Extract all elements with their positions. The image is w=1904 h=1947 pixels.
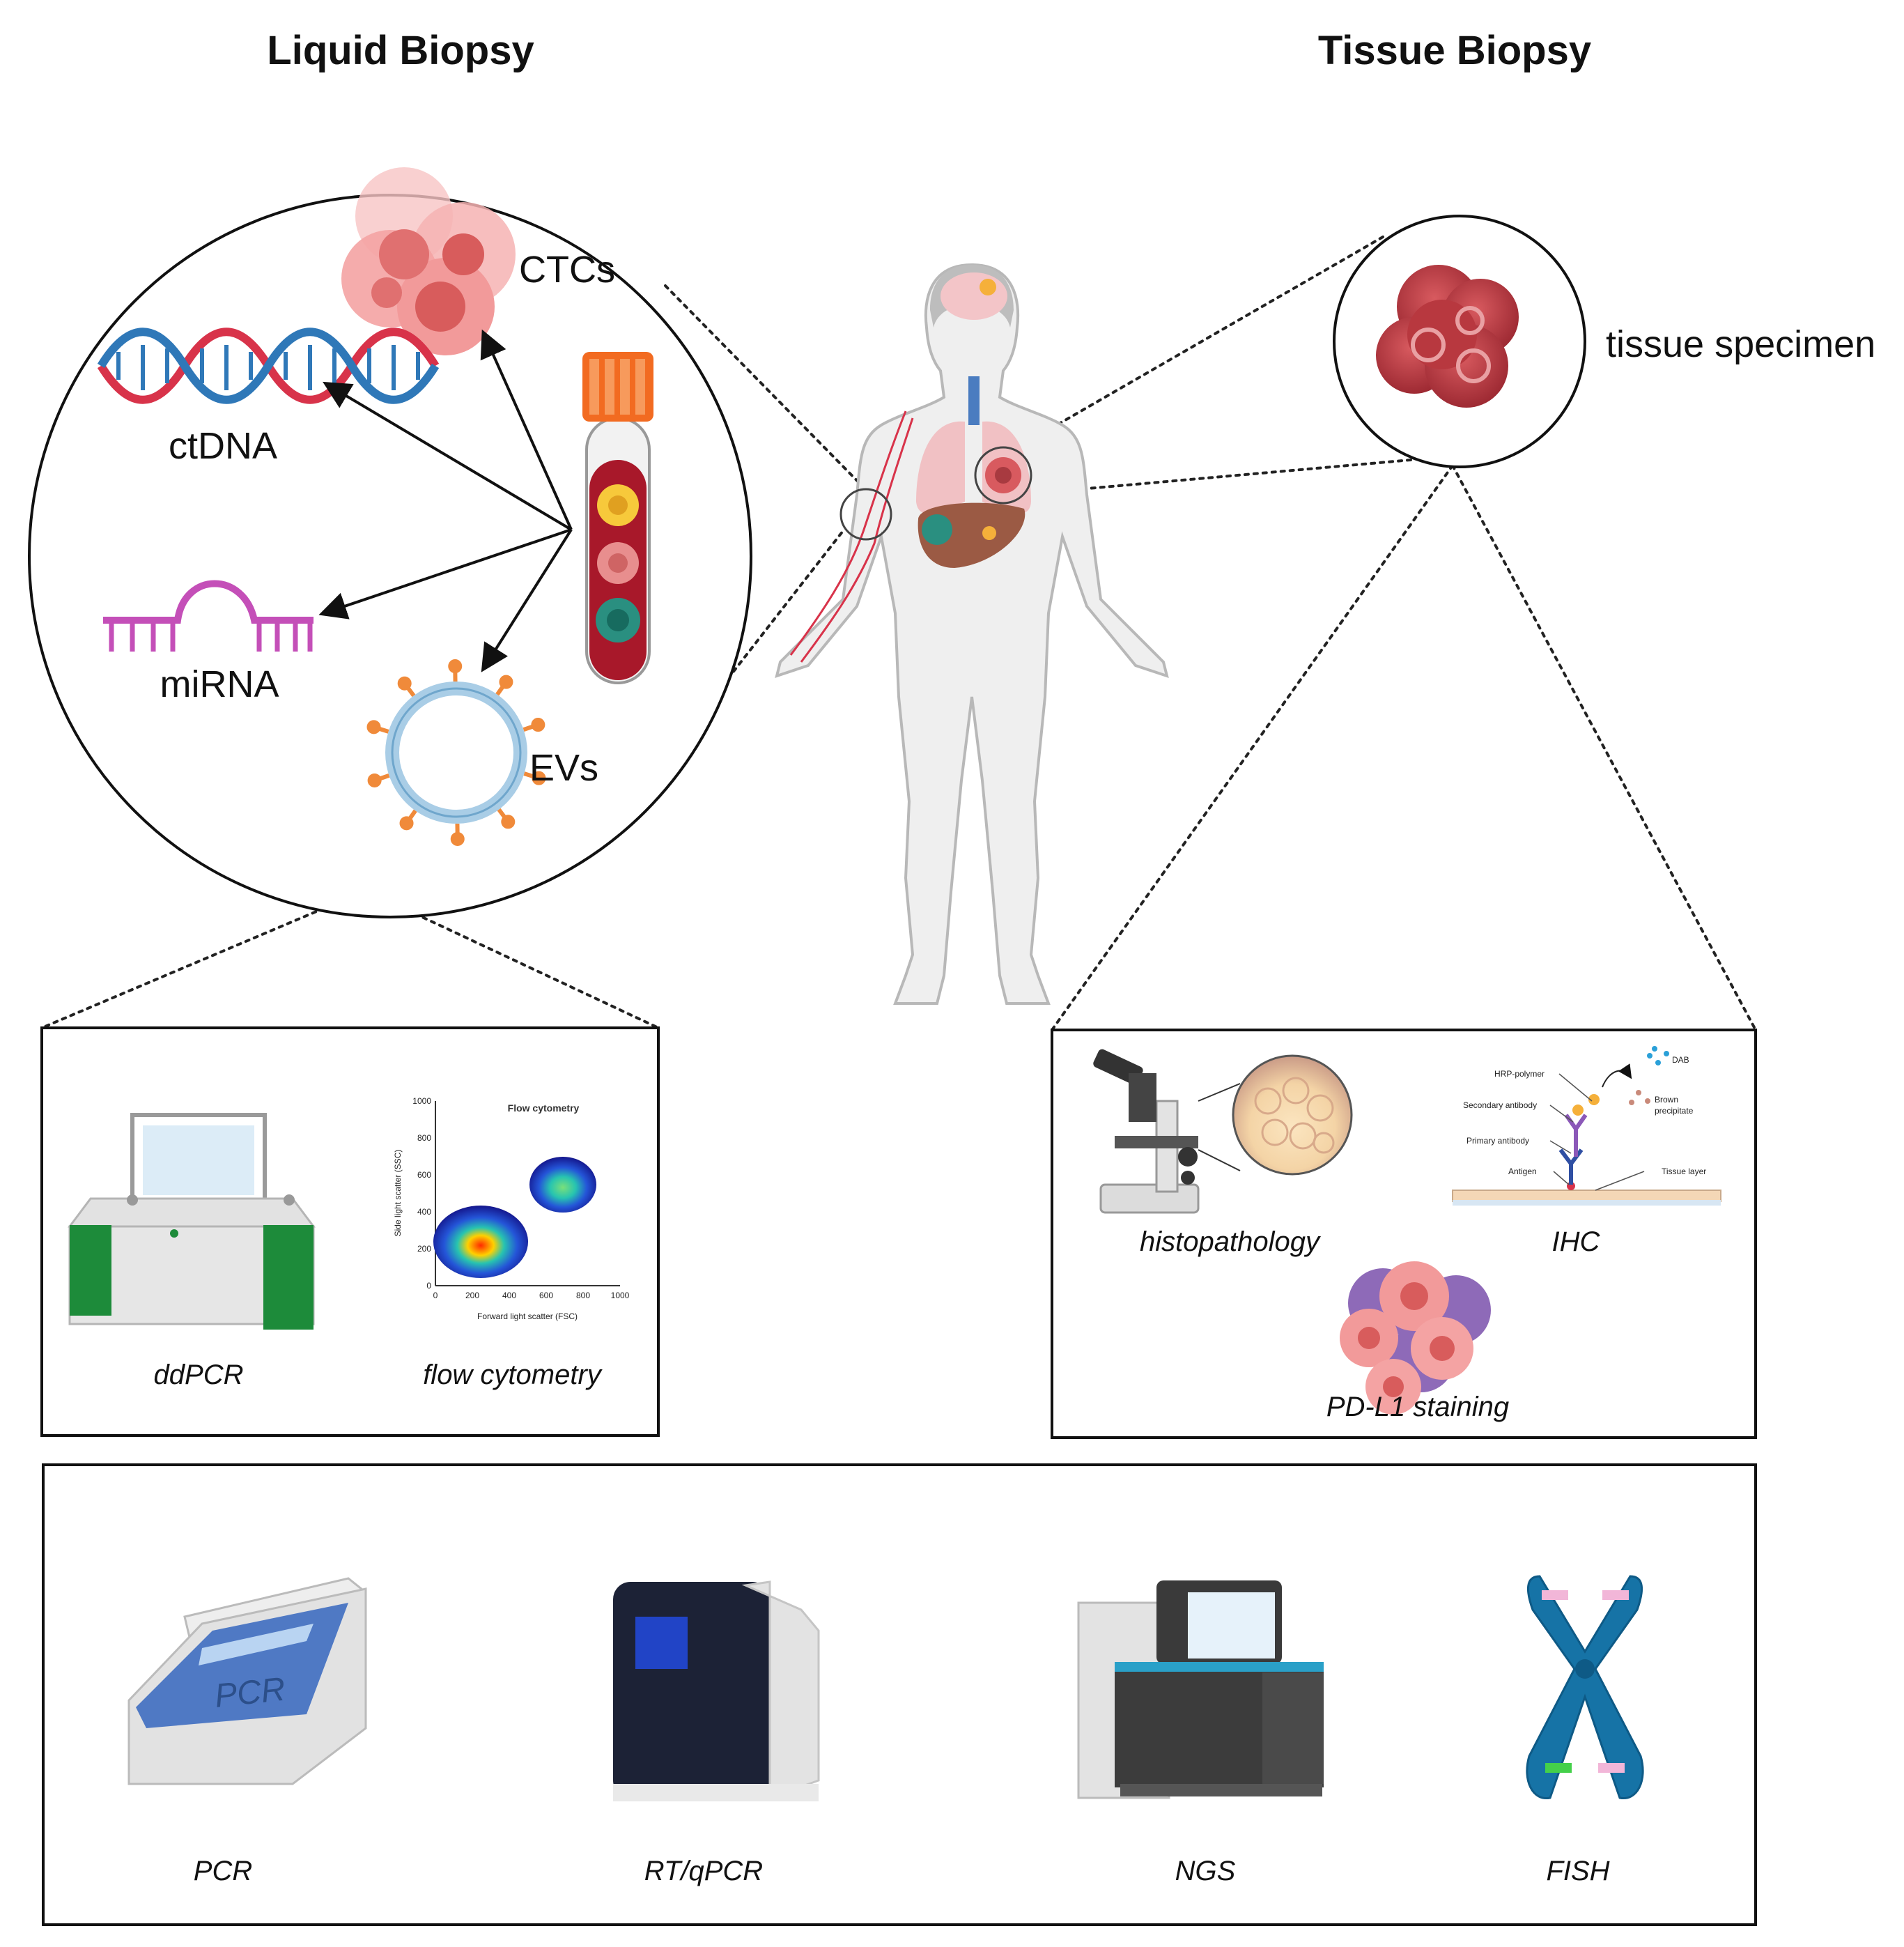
pdl1-label: PD-L1 staining xyxy=(1326,1392,1509,1422)
ev-spike-tip xyxy=(400,679,410,688)
flow-x-tick-label: 200 xyxy=(465,1291,479,1300)
ihc-brown-label: Brown xyxy=(1655,1095,1678,1105)
rtqpcr-label: RT/qPCR xyxy=(644,1856,763,1886)
ihc-antigen-label: Antigen xyxy=(1508,1167,1537,1176)
flow-y-tick-label: 0 xyxy=(426,1281,431,1291)
flow-y-tick-label: 1000 xyxy=(412,1096,431,1106)
rtqpcr-device-icon xyxy=(613,1582,819,1801)
ev-spike-tip xyxy=(533,720,543,730)
fish-label: FISH xyxy=(1546,1856,1609,1886)
mirna-label: miRNA xyxy=(160,663,279,705)
flow-x-tick-label: 600 xyxy=(539,1291,553,1300)
human-body-illustration xyxy=(777,265,1167,1003)
ihc-tissue-layer-label: Tissue layer xyxy=(1662,1167,1706,1176)
flow-y-tick-label: 200 xyxy=(417,1244,431,1254)
ev-spike-tip xyxy=(450,661,460,671)
flow-x-tick-label: 0 xyxy=(433,1291,438,1300)
flow-y-tick-label: 400 xyxy=(417,1207,431,1217)
flow-plot-title: Flow cytometry xyxy=(508,1102,580,1114)
ev-spike-tip xyxy=(369,722,379,732)
flow-population-low xyxy=(433,1206,528,1278)
flow-y-tick-label: 800 xyxy=(417,1133,431,1143)
tissue-specimen-label: tissue specimen xyxy=(1606,323,1875,365)
ihc-hrp-label: HRP-polymer xyxy=(1494,1069,1545,1079)
flow-x-tick-label: 400 xyxy=(502,1291,516,1300)
ev-spike-tip xyxy=(501,677,511,687)
ngs-label: NGS xyxy=(1175,1856,1236,1886)
ddpcr-label: ddPCR xyxy=(154,1360,244,1390)
ev-spike-tip xyxy=(453,834,463,844)
ihc-primary-label: Primary antibody xyxy=(1466,1136,1529,1146)
ev-spike-tip xyxy=(370,776,380,785)
tissue-biopsy-heading: Tissue Biopsy xyxy=(1318,28,1591,73)
ihc-dab-label: DAB xyxy=(1672,1055,1689,1065)
flow-plot-xlabel: Forward light scatter (FSC) xyxy=(477,1311,578,1321)
pcr-label: PCR xyxy=(194,1856,252,1886)
liquid-biopsy-heading: Liquid Biopsy xyxy=(267,28,534,73)
ctcs-label: CTCs xyxy=(519,249,615,291)
flow-x-tick-label: 800 xyxy=(576,1291,590,1300)
histology-disc-icon xyxy=(1233,1056,1352,1174)
flow-x-tick-label: 1000 xyxy=(611,1291,630,1300)
flow-y-tick-label: 600 xyxy=(417,1170,431,1180)
flow-cytometry-label: flow cytometry xyxy=(423,1360,603,1390)
pcr-device-text: PCR xyxy=(213,1671,287,1715)
histopathology-label: histopathology xyxy=(1140,1226,1322,1257)
evs-label: EVs xyxy=(529,747,598,789)
ev-spike-tip xyxy=(503,817,513,826)
ctdna-label: ctDNA xyxy=(169,425,277,467)
flow-population-high xyxy=(529,1157,596,1213)
ihc-secondary-label: Secondary antibody xyxy=(1463,1100,1537,1110)
ev-spike-tip xyxy=(402,818,412,828)
ihc-precipitate-label: precipitate xyxy=(1655,1106,1694,1116)
ihc-label: IHC xyxy=(1552,1226,1601,1257)
blood-tube-icon xyxy=(582,352,653,683)
flow-plot-ylabel: Side light scatter (SSC) xyxy=(393,1150,403,1237)
